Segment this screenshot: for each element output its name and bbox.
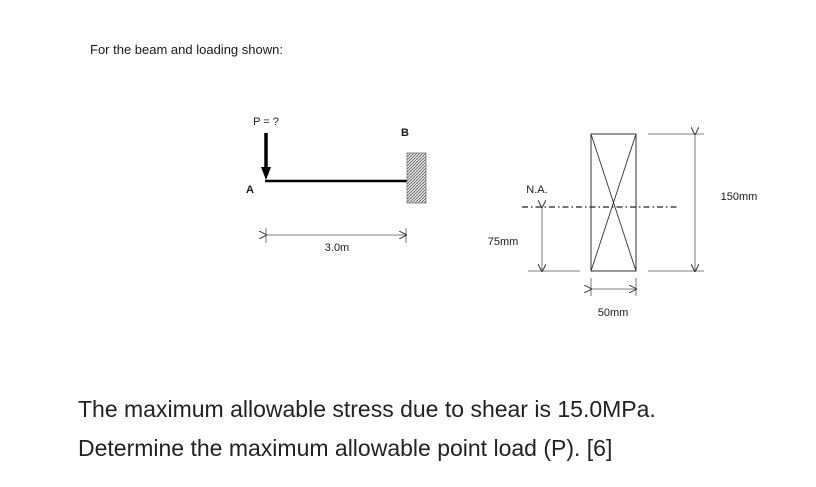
span-label: 3.0m [325,242,349,254]
question-line-2: Determine the maximum allowable point lo… [78,435,613,461]
point-b-label: B [401,127,409,139]
half-height-label: 75mm [488,236,519,248]
section-diagonal-2 [590,133,637,272]
cross-section-diagram: N.A. 75mm 150mm 50mm [488,133,758,319]
question-line-1: The maximum allowable stress due to shea… [78,396,656,422]
height-label: 150mm [721,191,758,203]
fixed-support [406,152,427,204]
neutral-axis-label: N.A. [526,184,547,196]
width-label: 50mm [598,307,629,319]
cantilever-beam-diagram: P = ? A B 3.0m [246,116,427,254]
section-rectangle [590,133,637,272]
point-a-label: A [246,184,254,196]
load-arrow-head [261,167,271,180]
intro-text: For the beam and loading shown: [90,42,283,57]
load-label: P = ? [253,116,279,128]
